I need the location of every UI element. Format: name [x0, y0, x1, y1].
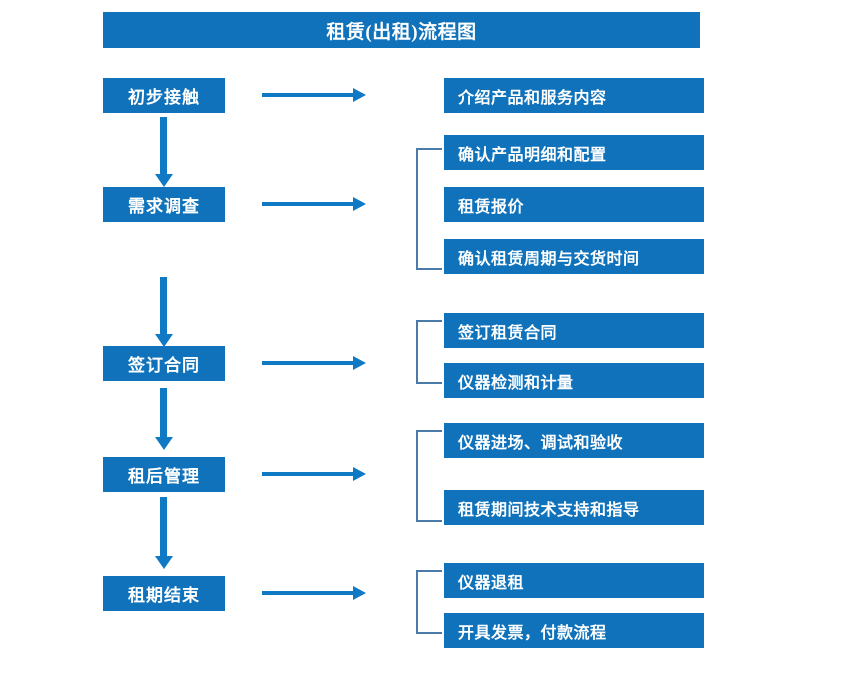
- detail-box-5-2[interactable]: 开具发票，付款流程: [444, 613, 704, 648]
- group-bracket-4: [416, 430, 442, 522]
- arrow-shaft: [160, 388, 167, 437]
- detail-box-2-3[interactable]: 确认租赁周期与交货时间: [444, 239, 704, 274]
- arrow-right-2: [262, 197, 366, 211]
- detail-box-2-2[interactable]: 租赁报价: [444, 187, 704, 222]
- arrow-shaft: [262, 93, 354, 97]
- stage-box-4[interactable]: 租后管理: [103, 457, 225, 492]
- arrow-down-4: [155, 497, 173, 569]
- arrow-shaft: [262, 591, 354, 595]
- arrow-right-4: [262, 467, 366, 481]
- detail-box-2-1[interactable]: 确认产品明细和配置: [444, 135, 704, 170]
- arrow-head: [155, 437, 173, 450]
- arrow-head: [155, 174, 173, 187]
- arrow-head: [353, 197, 366, 211]
- arrow-down-3: [155, 388, 173, 450]
- arrow-shaft: [160, 117, 167, 174]
- detail-box-3-1[interactable]: 签订租赁合同: [444, 313, 704, 348]
- group-bracket-3: [416, 320, 442, 384]
- arrow-head: [353, 586, 366, 600]
- arrow-down-2: [155, 277, 173, 347]
- arrow-right-5: [262, 586, 366, 600]
- stage-box-1[interactable]: 初步接触: [103, 78, 225, 113]
- arrow-shaft: [262, 202, 354, 206]
- detail-box-1-1[interactable]: 介绍产品和服务内容: [444, 78, 704, 113]
- arrow-head: [155, 334, 173, 347]
- group-bracket-5: [416, 570, 442, 634]
- arrow-down-1: [155, 117, 173, 187]
- detail-box-5-1[interactable]: 仪器退租: [444, 563, 704, 598]
- arrow-right-1: [262, 88, 366, 102]
- arrow-shaft: [160, 277, 167, 334]
- arrow-head: [155, 556, 173, 569]
- stage-box-2[interactable]: 需求调查: [103, 187, 225, 222]
- stage-box-5[interactable]: 租期结束: [103, 576, 225, 611]
- arrow-shaft: [160, 497, 167, 556]
- arrow-shaft: [262, 472, 354, 476]
- detail-box-3-2[interactable]: 仪器检测和计量: [444, 363, 704, 398]
- arrow-head: [353, 356, 366, 370]
- arrow-shaft: [262, 361, 354, 365]
- stage-box-3[interactable]: 签订合同: [103, 346, 225, 381]
- arrow-head: [353, 88, 366, 102]
- detail-box-4-2[interactable]: 租赁期间技术支持和指导: [444, 490, 704, 525]
- detail-box-4-1[interactable]: 仪器进场、调试和验收: [444, 423, 704, 458]
- diagram-title: 租赁(出租)流程图: [103, 12, 700, 48]
- arrow-right-3: [262, 356, 366, 370]
- arrow-head: [353, 467, 366, 481]
- group-bracket-2: [416, 148, 442, 270]
